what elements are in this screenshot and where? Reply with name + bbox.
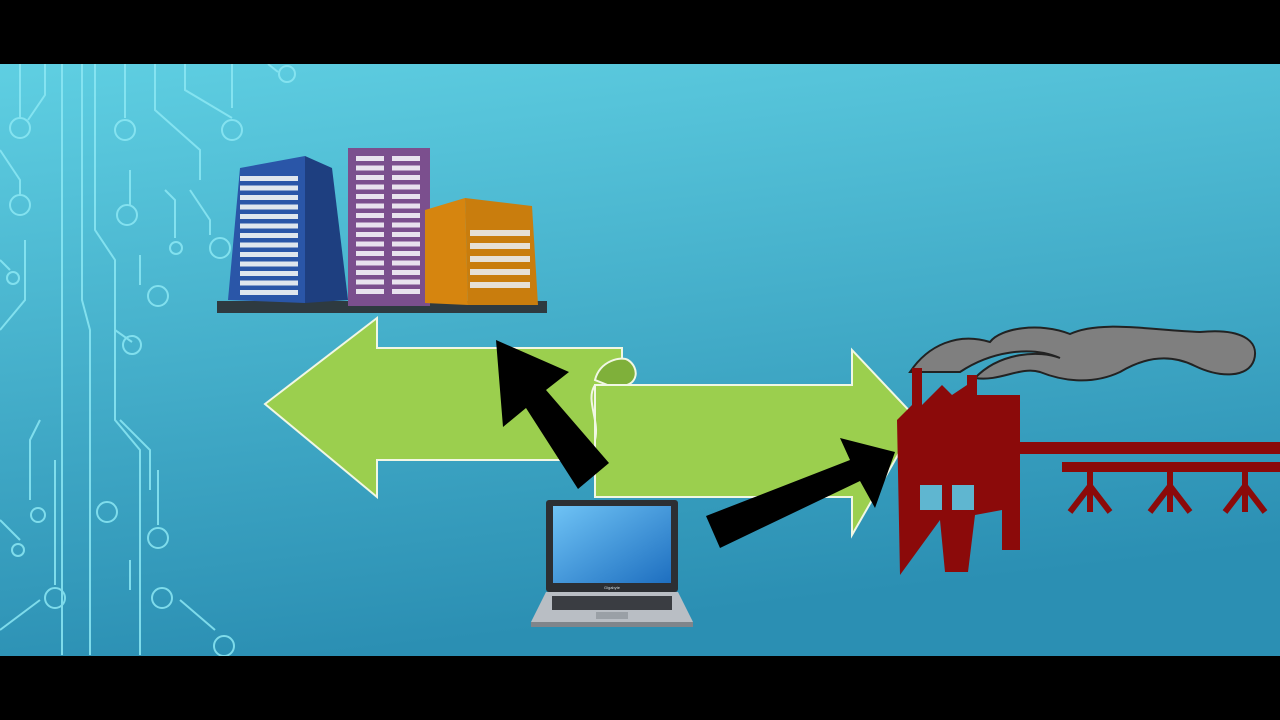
building-window (356, 222, 384, 228)
building-window (240, 185, 298, 191)
building-window (392, 270, 420, 275)
building-window (392, 241, 420, 247)
purple-office-building (348, 148, 430, 306)
building-window (240, 195, 298, 200)
building-window (240, 261, 298, 267)
factory-pipe (1020, 442, 1280, 454)
laptop-icon: Gigabyte (531, 500, 693, 627)
building-window (240, 280, 298, 286)
building-window (356, 184, 384, 190)
factory-supports (1067, 472, 1268, 514)
building-window (470, 230, 530, 236)
building-window (240, 204, 298, 210)
blue-office-building (228, 156, 348, 303)
arrow-to-offices (496, 340, 609, 489)
building-window (392, 175, 420, 180)
building-window (240, 223, 298, 229)
building-window (392, 184, 420, 190)
circuit-board-decoration (0, 64, 296, 656)
laptop-screen (553, 506, 671, 583)
building-window (356, 251, 384, 256)
building-window (392, 279, 420, 285)
building-window (356, 241, 384, 247)
building-window (356, 194, 384, 199)
building-window (240, 271, 298, 276)
building-window (392, 203, 420, 209)
slide: Gigabyte (0, 64, 1280, 656)
building-window (356, 279, 384, 285)
building-window (356, 156, 384, 161)
building-window (356, 165, 384, 171)
factory-icon (897, 325, 1280, 575)
building-window (392, 222, 420, 228)
letterbox-top (0, 0, 1280, 64)
building-window (356, 270, 384, 275)
arrow-to-factory (706, 438, 895, 548)
letterbox-bottom (0, 656, 1280, 720)
building-window (392, 165, 420, 171)
laptop-touchpad (596, 612, 628, 619)
factory-conveyor (1062, 462, 1280, 472)
building-window (240, 214, 298, 219)
factory-building (897, 368, 1020, 575)
building-window (240, 176, 298, 181)
building-window (356, 213, 384, 218)
building-window (392, 251, 420, 256)
building-window (356, 260, 384, 266)
laptop-brand: Gigabyte (604, 585, 621, 590)
factory-smoke (908, 325, 1257, 382)
building-window (240, 242, 298, 248)
orange-office-building (425, 198, 538, 305)
building-window (240, 252, 298, 257)
building-window (470, 243, 530, 249)
building-window (392, 232, 420, 237)
laptop-keyboard (552, 596, 672, 610)
building-window (240, 290, 298, 295)
building-window (392, 156, 420, 161)
building-window (356, 232, 384, 237)
office-buildings-icon (217, 148, 547, 313)
building-window (392, 289, 420, 294)
building-window (392, 260, 420, 266)
building-window (356, 289, 384, 294)
building-window (470, 282, 530, 288)
building-window (470, 256, 530, 262)
building-window (392, 194, 420, 199)
building-window (392, 213, 420, 218)
pointer-arrows (496, 340, 895, 548)
building-window (470, 269, 530, 275)
building-window (240, 233, 298, 238)
building-window (356, 203, 384, 209)
building-window (356, 175, 384, 180)
